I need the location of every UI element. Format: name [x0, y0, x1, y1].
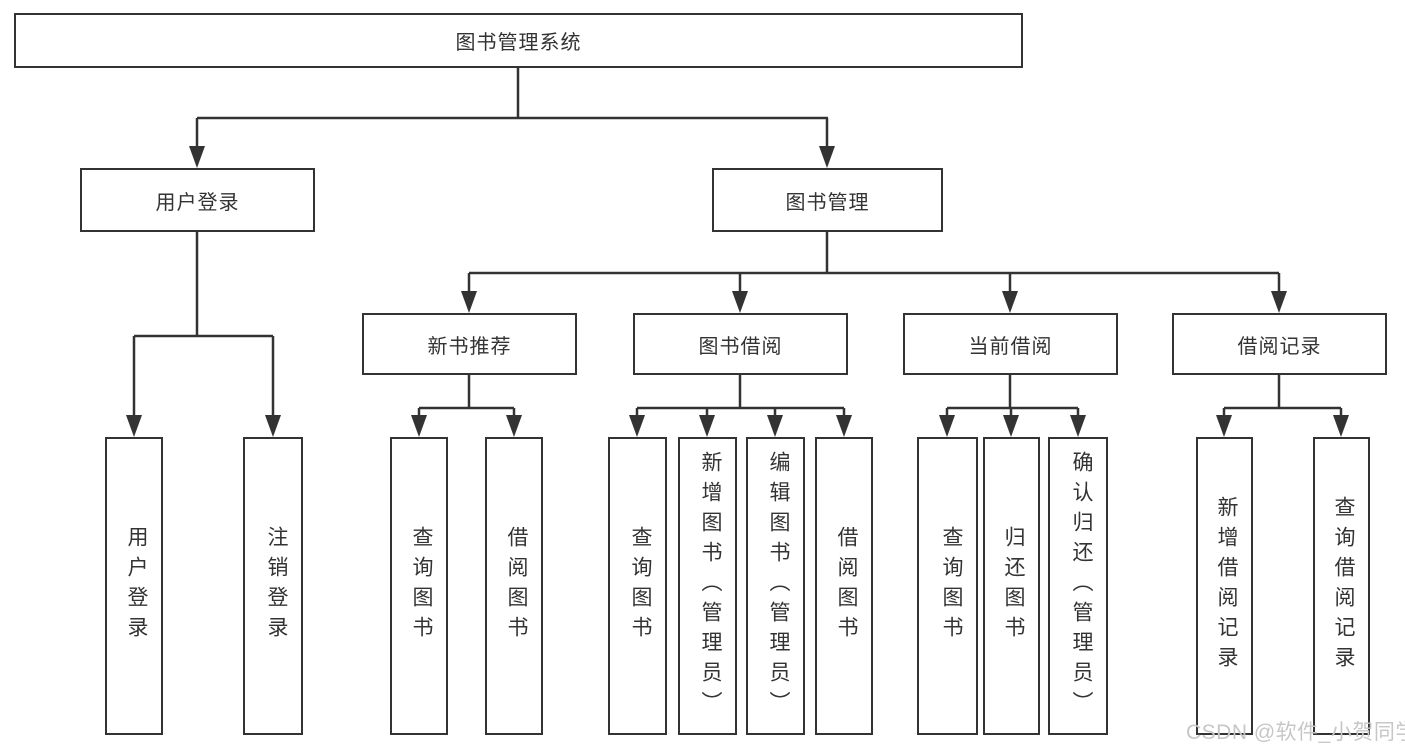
- box-leaf-logout: 注销登录: [243, 437, 303, 735]
- connector-borrow-records-to-leaves: [1216, 375, 1349, 437]
- box-query-books-borrow: 查询图书: [608, 437, 667, 735]
- box-borrow-books-recommend: 借阅图书: [485, 437, 543, 735]
- box-query-books-current: 查询图书: [917, 437, 978, 735]
- connector-book-mgmt-to-sections: [461, 232, 1287, 313]
- box-new-book-recommend: 新书推荐: [362, 313, 577, 375]
- box-current-borrowing: 当前借阅: [903, 313, 1118, 375]
- box-user-login: 用户登录: [80, 168, 315, 232]
- box-book-management: 图书管理: [712, 168, 943, 232]
- box-query-books-recommend: 查询图书: [390, 437, 448, 735]
- box-library-system: 图书管理系统: [14, 13, 1023, 68]
- connector-current-borrow-to-leaves: [939, 375, 1086, 437]
- connector-root-to-level1: [189, 68, 835, 168]
- box-return-books: 归还图书: [983, 437, 1040, 735]
- connector-user-login-to-leaves: [126, 232, 281, 437]
- connector-new-book-to-leaves: [411, 375, 522, 437]
- connector-book-borrow-to-leaves: [629, 375, 852, 437]
- box-add-borrow-record: 新增借阅记录: [1196, 437, 1253, 735]
- box-book-borrowing: 图书借阅: [633, 313, 848, 375]
- box-confirm-return-admin: 确认归还（管理员）: [1048, 437, 1108, 735]
- box-query-borrow-record: 查询借阅记录: [1313, 437, 1370, 735]
- box-add-book-admin: 新增图书（管理员）: [678, 437, 737, 735]
- box-borrow-books-borrow: 借阅图书: [815, 437, 873, 735]
- box-edit-book-admin: 编辑图书（管理员）: [746, 437, 805, 735]
- csdn-watermark: CSDN @软件_小贺同学: [1186, 721, 1405, 744]
- box-leaf-user-login: 用户登录: [105, 437, 163, 735]
- box-borrow-records: 借阅记录: [1172, 313, 1387, 375]
